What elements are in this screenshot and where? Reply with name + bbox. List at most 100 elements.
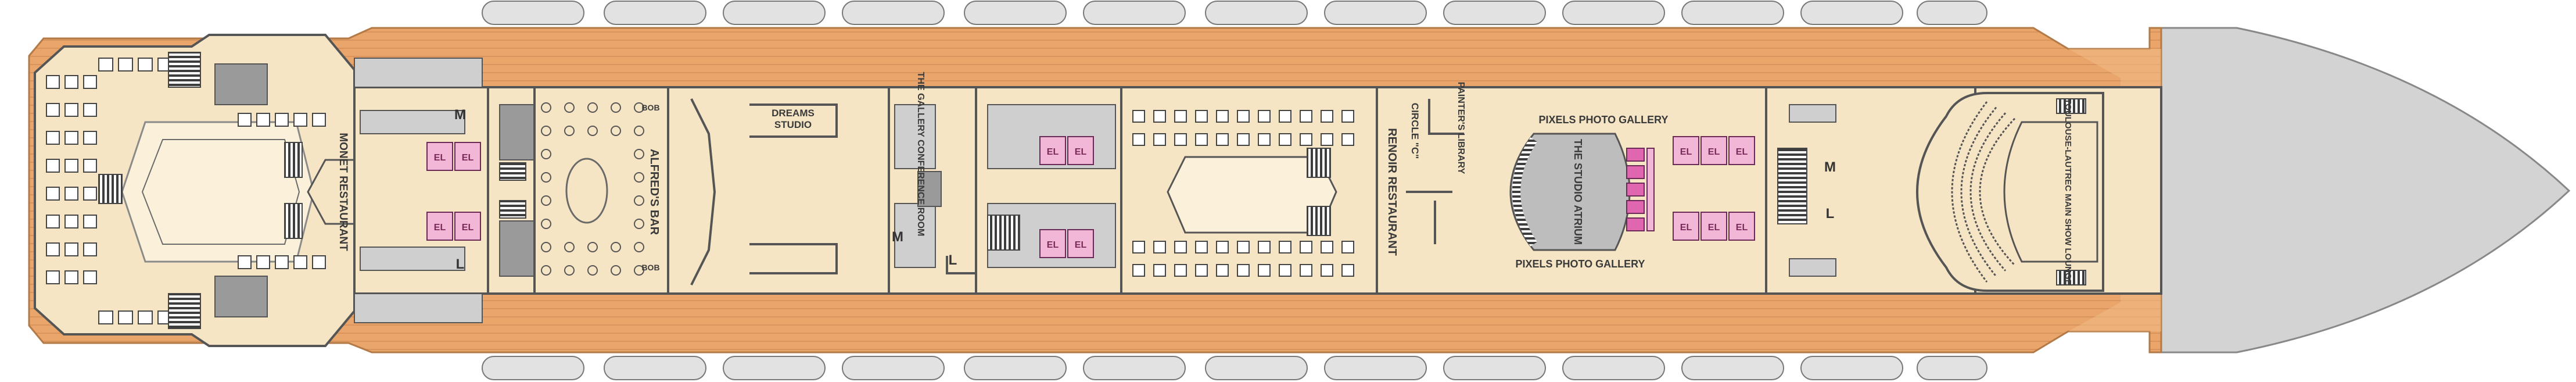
seating-row <box>1979 117 2016 266</box>
table-icon <box>1237 110 1250 123</box>
lifeboat-icon <box>1917 1 1987 25</box>
table-icon <box>1279 133 1291 146</box>
stairs-icon <box>168 52 201 88</box>
lifeboat-icon <box>723 1 826 25</box>
stairs-icon <box>98 174 123 204</box>
table-icon <box>1300 264 1312 277</box>
show-lounge-label: TOULOUSE-LAUTREC MAIN SHOW LOUNGE <box>2063 98 2073 285</box>
elevator-label: EL <box>462 223 474 233</box>
table-icon <box>1174 133 1187 146</box>
elevator-label: EL <box>1047 240 1059 250</box>
mens-restroom-icon: M <box>454 107 466 123</box>
lifeboat-icon <box>482 356 584 380</box>
ladies-restroom-icon: L <box>949 252 957 268</box>
table-icon <box>1216 110 1229 123</box>
elevator-icon <box>454 212 481 241</box>
table-icon <box>275 113 289 127</box>
elevator-icon <box>1039 136 1066 165</box>
lifeboats <box>482 1 1987 380</box>
stairs-icon <box>284 142 303 178</box>
table-icon <box>1279 241 1291 254</box>
lifeboat-icon <box>604 356 706 380</box>
table-icon <box>587 265 598 276</box>
mens-restroom-icon: M <box>1824 159 1836 175</box>
table-icon <box>541 195 551 206</box>
table-icon <box>587 126 598 136</box>
stairs-icon <box>1307 148 1331 178</box>
table-icon <box>611 242 621 252</box>
table-icon <box>1341 264 1354 277</box>
renoir-restaurant-seating <box>1132 110 1354 277</box>
alfreds-bar-seating <box>541 102 644 276</box>
table-icon <box>275 255 289 269</box>
table-icon <box>541 265 551 276</box>
seating-row <box>1951 101 1988 283</box>
table-icon <box>587 242 598 252</box>
bob-label-bottom: BOB <box>641 263 659 272</box>
bar-counter <box>565 158 608 224</box>
table-icon <box>587 102 598 113</box>
elevator-label: EL <box>1736 147 1748 157</box>
lifeboat-icon <box>1324 1 1427 25</box>
table-icon <box>541 242 551 252</box>
table-icon <box>293 255 307 269</box>
table-icon <box>64 215 78 229</box>
table-icon <box>138 58 153 72</box>
lifeboat-icon <box>842 1 945 25</box>
table-icon <box>634 149 644 159</box>
table-icon <box>256 113 270 127</box>
lifeboat-icon <box>1681 356 1784 380</box>
elevator-label: EL <box>1680 147 1692 157</box>
bob-label-top: BOB <box>641 103 659 112</box>
table-icon <box>1341 241 1354 254</box>
atrium-stairs <box>1512 137 1537 247</box>
table-icon <box>1300 110 1312 123</box>
table-icon <box>1237 241 1250 254</box>
elevator-label: EL <box>1680 223 1692 233</box>
table-icon <box>64 103 78 117</box>
table-icon <box>98 58 113 72</box>
table-icon <box>46 215 60 229</box>
table-icon <box>1195 133 1208 146</box>
elevator-icon <box>1728 136 1755 165</box>
table-icon <box>1153 133 1166 146</box>
lifeboat-icon <box>1324 356 1427 380</box>
table-icon <box>1153 264 1166 277</box>
elevator-icon <box>1673 136 1699 165</box>
table-icon <box>293 113 307 127</box>
table-icon <box>1174 264 1187 277</box>
table-icon <box>541 126 551 136</box>
elevator-label: EL <box>1075 147 1087 157</box>
table-icon <box>1300 133 1312 146</box>
crew-rooms <box>499 104 942 277</box>
alfreds-bar-label: ALFRED'S BAR <box>648 149 661 235</box>
table-icon <box>1132 133 1145 146</box>
table-icon <box>1258 241 1271 254</box>
elevator-label: EL <box>434 223 446 233</box>
table-icon <box>1237 133 1250 146</box>
lifeboat-icon <box>964 356 1067 380</box>
table-icon <box>541 172 551 183</box>
mens-restroom-icon: M <box>892 229 903 245</box>
atrium-elevators <box>1626 148 1655 231</box>
table-icon <box>634 172 644 183</box>
table-icon <box>46 131 60 145</box>
table-icon <box>1174 110 1187 123</box>
table-icon <box>46 159 60 173</box>
table-icon <box>1321 133 1333 146</box>
lifeboat-icon <box>1443 1 1546 25</box>
elevator-icon <box>1700 136 1727 165</box>
table-icon <box>64 187 78 201</box>
table-icon <box>1258 264 1271 277</box>
table-icon <box>83 159 97 173</box>
table-icon <box>238 113 252 127</box>
table-icon <box>46 242 60 256</box>
show-lounge-seating <box>1951 101 2016 283</box>
table-icon <box>238 255 252 269</box>
elevator-icon <box>1067 136 1094 165</box>
table-icon <box>634 242 644 252</box>
lifeboat-icon <box>842 356 945 380</box>
table-icon <box>256 255 270 269</box>
table-icon <box>1341 133 1354 146</box>
